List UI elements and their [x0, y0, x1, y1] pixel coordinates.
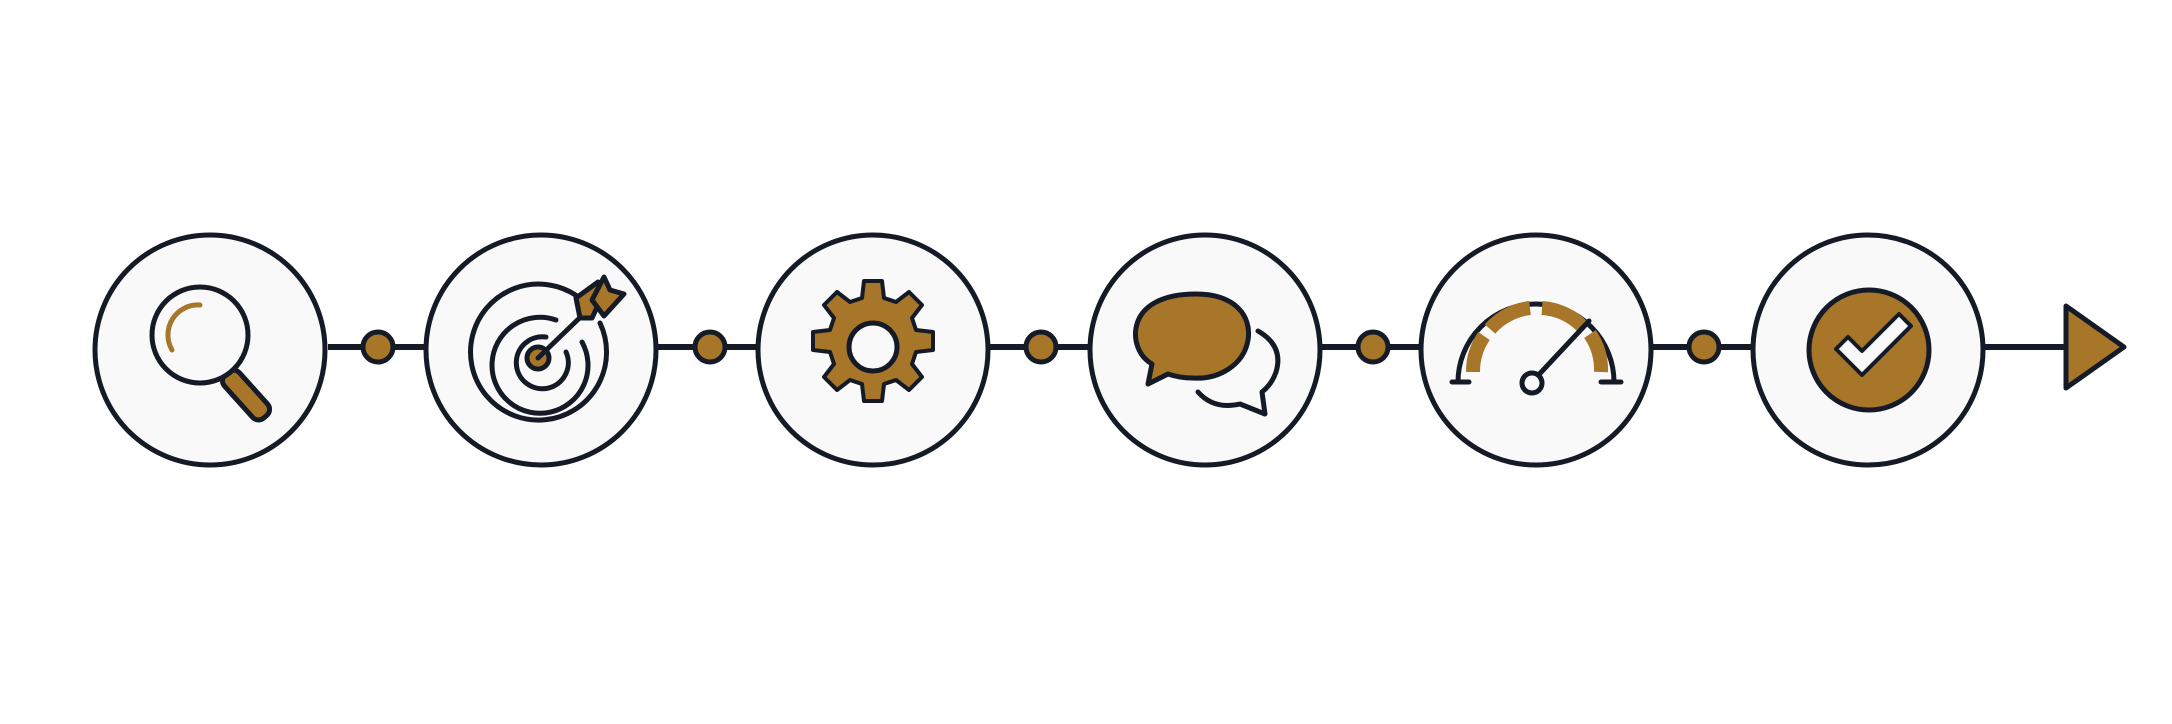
end-arrowhead — [2063, 303, 2127, 391]
connector-node — [360, 329, 396, 365]
connector-node — [692, 329, 728, 365]
step-4-communicate — [1087, 232, 1323, 468]
gear-icon — [811, 279, 935, 403]
speedometer-gauge-icon — [1449, 301, 1624, 396]
step-6-complete — [1750, 232, 1986, 468]
checkmark-badge-icon — [1806, 287, 1932, 413]
step-2-target — [423, 232, 659, 468]
step-1-research — [92, 232, 328, 468]
step-5-measure — [1418, 232, 1654, 468]
connector-node — [1686, 329, 1722, 365]
step-3-process — [755, 232, 991, 468]
speech-bubbles-icon — [1133, 291, 1281, 417]
connector-node — [1355, 329, 1391, 365]
connector-nodes — [360, 329, 1722, 365]
connector-node — [1023, 329, 1059, 365]
target-with-arrow-icon — [468, 274, 627, 423]
step-disc — [1418, 232, 1654, 468]
magnifying-glass-icon — [149, 284, 273, 423]
